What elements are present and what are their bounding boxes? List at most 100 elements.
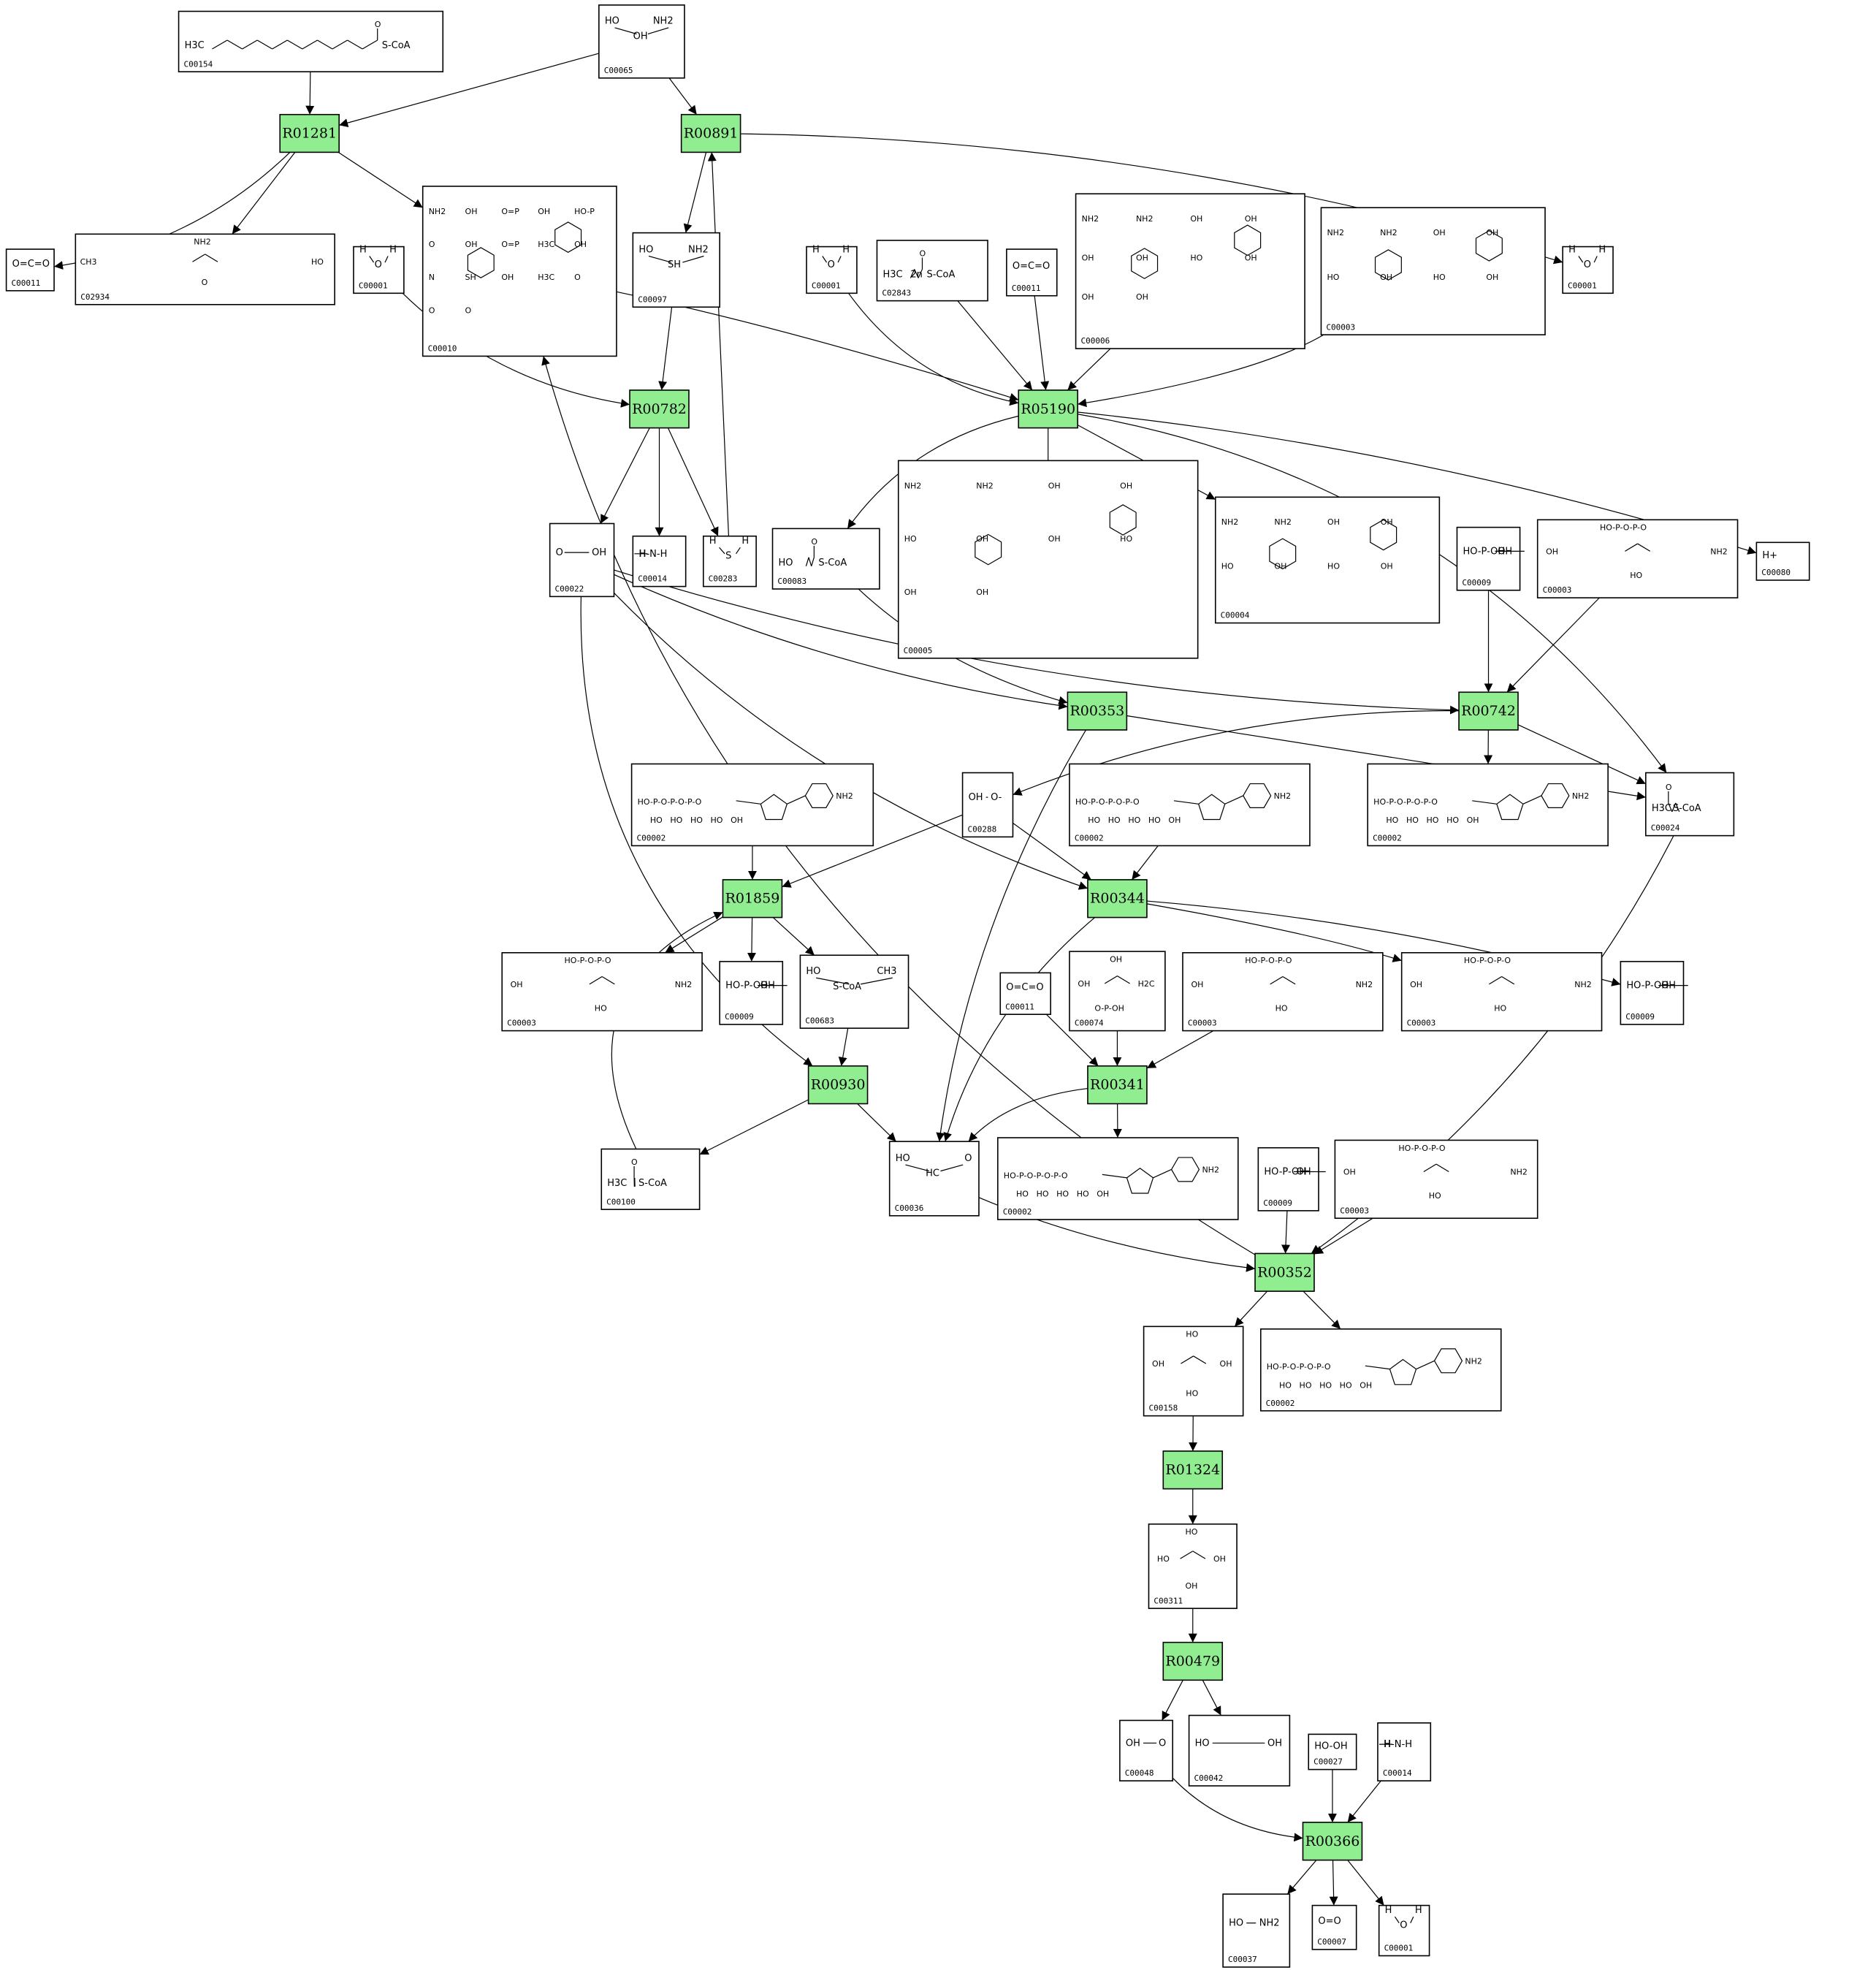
compound-box[interactable]: [1456, 526, 1521, 591]
compound-box[interactable]: [961, 772, 1014, 838]
reaction-node[interactable]: R00366: [1302, 1822, 1363, 1861]
compound-box[interactable]: [702, 535, 757, 587]
reaction-box[interactable]: [1302, 1822, 1363, 1861]
reaction-node[interactable]: R00479: [1162, 1641, 1224, 1681]
compound-box[interactable]: [1257, 1146, 1319, 1212]
compound-box[interactable]: [75, 233, 335, 305]
reaction-box[interactable]: [1162, 1450, 1224, 1490]
compound-box[interactable]: [353, 246, 405, 294]
compound-box[interactable]: [719, 961, 784, 1025]
reaction-node[interactable]: R00344: [1087, 879, 1148, 919]
compound-box[interactable]: [897, 460, 1199, 659]
compound-box[interactable]: [1143, 1326, 1244, 1417]
compound-box[interactable]: [5, 248, 55, 292]
reaction-node[interactable]: R01859: [722, 879, 783, 919]
compound-box[interactable]: [799, 954, 910, 1029]
reaction-node[interactable]: R05190: [1018, 389, 1078, 429]
compound-box[interactable]: [1536, 519, 1739, 598]
compound-box[interactable]: [806, 246, 858, 294]
compound-box[interactable]: [1320, 207, 1546, 335]
reaction-node[interactable]: R00352: [1254, 1252, 1315, 1292]
reaction-box[interactable]: [807, 1065, 869, 1105]
reaction-node[interactable]: R00742: [1458, 691, 1519, 731]
compound-box[interactable]: [1222, 1893, 1291, 1968]
compound-box[interactable]: [1367, 763, 1609, 847]
compound-box[interactable]: [1377, 1722, 1432, 1781]
reaction-node[interactable]: R00891: [680, 113, 741, 153]
compound-box[interactable]: [1311, 1904, 1357, 1950]
reaction-box[interactable]: [1458, 691, 1519, 731]
compound-box[interactable]: [630, 763, 874, 847]
reaction-box[interactable]: [279, 113, 340, 153]
compound-box[interactable]: [632, 535, 687, 587]
compound-box[interactable]: [422, 186, 617, 357]
reaction-box[interactable]: [1018, 389, 1078, 429]
compound-box[interactable]: [1182, 952, 1384, 1032]
reaction-box[interactable]: [1162, 1641, 1224, 1681]
compound-box[interactable]: [549, 522, 615, 598]
compound-box[interactable]: [598, 4, 685, 79]
compound-box[interactable]: [1214, 496, 1441, 624]
compound-box[interactable]: [771, 528, 880, 590]
reaction-box[interactable]: [1067, 691, 1128, 731]
compound-box[interactable]: [600, 1148, 701, 1210]
compound-box[interactable]: [178, 10, 444, 72]
compound-box[interactable]: [1006, 248, 1058, 297]
reaction-box[interactable]: [680, 113, 741, 153]
compound-box[interactable]: [1334, 1139, 1538, 1220]
compound-box[interactable]: [997, 1137, 1239, 1220]
compound-box[interactable]: [1188, 1714, 1291, 1787]
compound-box[interactable]: [1755, 541, 1810, 581]
compound-box[interactable]: [1075, 193, 1305, 349]
reaction-node[interactable]: R00782: [629, 389, 690, 429]
reaction-node[interactable]: R00930: [807, 1065, 869, 1105]
compound-box[interactable]: [1308, 1733, 1357, 1771]
compound-box[interactable]: [632, 232, 720, 308]
compound-box[interactable]: [1620, 961, 1685, 1025]
compound-box[interactable]: [1069, 951, 1166, 1032]
reaction-box[interactable]: [1087, 879, 1148, 919]
compound-box[interactable]: [1562, 246, 1614, 294]
compound-box[interactable]: [1119, 1719, 1174, 1781]
reaction-node[interactable]: R00341: [1087, 1065, 1148, 1105]
compound-box[interactable]: [999, 972, 1051, 1016]
